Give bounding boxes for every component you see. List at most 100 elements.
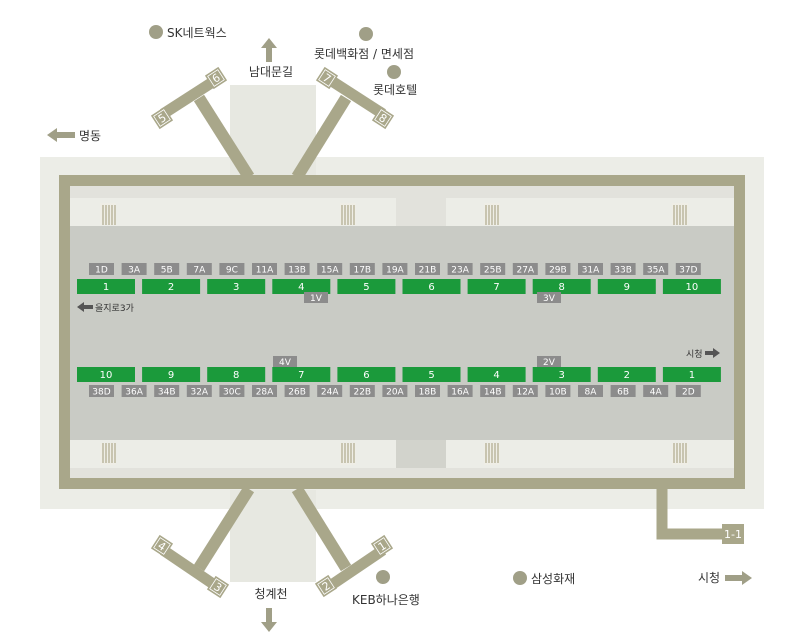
top-door: 4 xyxy=(272,279,331,294)
top-door: 1 xyxy=(77,279,135,294)
stairs-top-2 xyxy=(340,203,356,225)
landmark-samsung-fire: 삼성화재 xyxy=(531,572,575,586)
svg-text:31A: 31A xyxy=(582,266,600,276)
svg-text:12A: 12A xyxy=(516,388,534,398)
svg-text:24A: 24A xyxy=(321,388,339,398)
keb-dot-icon xyxy=(376,570,390,584)
top-platform-code: 5B xyxy=(154,263,180,276)
svg-text:7: 7 xyxy=(493,282,499,293)
svg-text:4V: 4V xyxy=(279,358,292,368)
v-label-2v: 2V xyxy=(537,356,561,368)
arrow-up-icon xyxy=(261,38,277,62)
bottom-platform-code: 18B xyxy=(415,385,440,398)
exit-7: 7 xyxy=(315,66,339,90)
top-door: 10 xyxy=(662,279,721,294)
bottom-door: 5 xyxy=(402,367,461,382)
bottom-platform-code: 14B xyxy=(480,385,506,398)
svg-text:4A: 4A xyxy=(650,388,663,398)
bottom-platform-code: 20A xyxy=(382,385,408,398)
top-platform-code: 1D xyxy=(89,263,114,276)
exit-8: 8 xyxy=(371,106,395,130)
svg-text:37D: 37D xyxy=(679,266,697,276)
sk-dot-icon xyxy=(149,25,163,39)
svg-text:9C: 9C xyxy=(226,266,238,276)
arrow-right-icon xyxy=(725,571,752,585)
top-platform-code: 31A xyxy=(578,263,603,276)
svg-text:1: 1 xyxy=(689,370,695,381)
landmark-keb-hana: KEB하나은행 xyxy=(352,592,420,607)
svg-text:1: 1 xyxy=(103,282,109,293)
svg-text:29B: 29B xyxy=(549,266,567,276)
lotte-dept-dot-icon xyxy=(359,27,373,41)
top-platform-code: 11A xyxy=(252,263,277,276)
exit-passage-1-1: 1-1 xyxy=(656,489,744,544)
stairs-bottom-4 xyxy=(672,443,688,465)
label-sicheong-inner: 시청 xyxy=(686,349,703,360)
bottom-platform-code: 22B xyxy=(349,385,375,398)
bottom-platform-code: 30C xyxy=(219,385,245,398)
svg-text:10: 10 xyxy=(686,282,699,293)
exit-1: 1 xyxy=(370,534,394,558)
svg-text:6: 6 xyxy=(428,282,434,293)
top-platform-code: 37D xyxy=(675,263,701,276)
top-door: 8 xyxy=(532,279,591,294)
bottom-platform-code: 12A xyxy=(512,385,538,398)
svg-text:28A: 28A xyxy=(256,388,274,398)
svg-text:2: 2 xyxy=(168,282,174,293)
landmark-namdaemun: 남대문길 xyxy=(249,65,293,79)
bottom-door: 8 xyxy=(207,367,266,382)
bottom-band-gap-dark xyxy=(396,440,446,468)
svg-text:17B: 17B xyxy=(353,266,371,276)
svg-text:15A: 15A xyxy=(321,266,339,276)
landmark-sk-networks: SK네트웍스 xyxy=(167,26,227,40)
top-platform-code: 15A xyxy=(317,263,343,276)
samsung-dot-icon xyxy=(513,571,527,585)
bottom-platform-code: 10B xyxy=(545,385,571,398)
bottom-platform-code: 38D xyxy=(89,385,114,398)
lotte-hotel-dot-icon xyxy=(387,65,401,79)
exit-5: 5 xyxy=(150,106,174,130)
bottom-platform-code: 34B xyxy=(154,385,180,398)
top-door: 6 xyxy=(402,279,461,294)
bottom-door: 9 xyxy=(142,367,201,382)
svg-text:13B: 13B xyxy=(288,266,306,276)
svg-text:30C: 30C xyxy=(223,388,241,398)
landmark-sicheong: 시청 xyxy=(698,571,720,585)
stairs-bottom-2 xyxy=(340,443,356,465)
bottom-platform-code: 2D xyxy=(675,385,701,398)
svg-text:6B: 6B xyxy=(617,388,629,398)
bottom-platform-code: 26B xyxy=(284,385,310,398)
svg-text:8A: 8A xyxy=(585,388,598,398)
top-platform-code: 21B xyxy=(415,263,440,276)
svg-text:32A: 32A xyxy=(190,388,208,398)
svg-text:16A: 16A xyxy=(451,388,469,398)
top-band-gap xyxy=(396,198,446,226)
bottom-door: 1 xyxy=(662,367,721,382)
svg-text:20A: 20A xyxy=(386,388,404,398)
svg-text:10: 10 xyxy=(100,370,113,381)
svg-text:9: 9 xyxy=(168,370,174,381)
bottom-door: 3 xyxy=(532,367,591,382)
svg-text:7: 7 xyxy=(298,370,304,381)
bottom-platform-code: 6B xyxy=(610,385,636,398)
svg-text:22B: 22B xyxy=(353,388,371,398)
arrow-right-small-icon xyxy=(705,348,720,358)
bottom-platform-code: 8A xyxy=(578,385,603,398)
v-label-3v: 3V xyxy=(537,292,561,304)
bottom-platform-code: 4A xyxy=(643,385,669,398)
svg-text:5: 5 xyxy=(428,370,434,381)
top-platform-code: 25B xyxy=(480,263,506,276)
svg-text:5B: 5B xyxy=(161,266,173,276)
top-platform-code: 29B xyxy=(545,263,571,276)
svg-text:9: 9 xyxy=(624,282,630,293)
arrow-left-small-icon xyxy=(77,302,93,312)
svg-text:18B: 18B xyxy=(419,388,437,398)
top-door: 2 xyxy=(142,279,201,294)
bottom-door: 2 xyxy=(597,367,656,382)
top-platform-code: 19A xyxy=(382,263,408,276)
